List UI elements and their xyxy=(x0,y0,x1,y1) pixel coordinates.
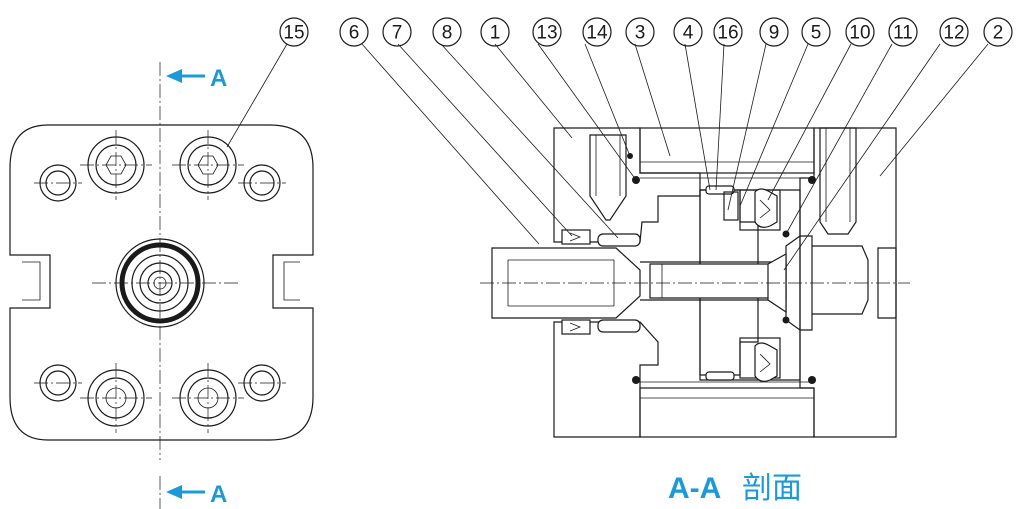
head-cover xyxy=(553,127,701,243)
callout-1: 1 xyxy=(480,17,510,47)
bolt-hole xyxy=(80,363,152,433)
svg-text:10: 10 xyxy=(849,23,870,44)
svg-text:1: 1 xyxy=(490,23,501,44)
svg-text:13: 13 xyxy=(536,23,557,44)
svg-text:5: 5 xyxy=(811,23,822,44)
section-caption: A-A 剖面 xyxy=(668,471,802,506)
mounting-hole xyxy=(238,364,286,402)
callout-10: 10 xyxy=(845,17,875,47)
top-view: A A 15 xyxy=(9,17,314,509)
svg-text:11: 11 xyxy=(893,23,913,44)
caption-label: A-A xyxy=(668,472,721,505)
callout-5: 5 xyxy=(801,17,831,47)
svg-text:2: 2 xyxy=(993,23,1004,44)
callout-3: 3 xyxy=(625,17,655,47)
callout-7: 7 xyxy=(382,17,412,47)
callout-2: 2 xyxy=(983,17,1013,47)
mounting-hole xyxy=(238,164,286,202)
callout-11: 11 xyxy=(888,17,918,47)
callout-14: 14 xyxy=(582,17,612,47)
plate-outline xyxy=(9,124,314,441)
callout-8: 8 xyxy=(432,17,462,47)
bolt-hole xyxy=(80,130,152,200)
piston-rod xyxy=(491,247,641,319)
svg-text:16: 16 xyxy=(717,23,738,44)
svg-text:3: 3 xyxy=(635,23,646,44)
callout-6: 6 xyxy=(339,17,369,47)
section-view: 6 7 8 1 13 14 3 4 16 9 5 10 11 12 2 xyxy=(339,17,1013,438)
svg-text:12: 12 xyxy=(943,23,964,44)
callout-12: 12 xyxy=(939,17,969,47)
svg-text:6: 6 xyxy=(349,23,360,44)
callout-13: 13 xyxy=(532,17,562,47)
callout-16: 16 xyxy=(713,17,743,47)
piston-rod-end xyxy=(115,238,205,328)
section-marker-label: A xyxy=(210,65,227,92)
bolt-hole xyxy=(172,130,244,200)
section-marker-top: A xyxy=(166,65,227,92)
svg-text:4: 4 xyxy=(683,23,694,44)
mounting-hole xyxy=(34,364,82,402)
svg-text:14: 14 xyxy=(586,23,608,44)
callout-15: 15 xyxy=(283,23,304,44)
callout-9: 9 xyxy=(759,17,789,47)
piston-seal xyxy=(754,342,778,382)
svg-text:8: 8 xyxy=(442,23,453,44)
rod-seal xyxy=(561,229,591,335)
callout-4: 4 xyxy=(673,17,703,47)
mounting-hole xyxy=(34,164,82,202)
caption-suffix: 剖面 xyxy=(742,471,802,506)
section-marker-bottom: A xyxy=(166,481,227,508)
section-marker-label: A xyxy=(210,481,227,508)
svg-text:9: 9 xyxy=(769,23,780,44)
bolt-hole xyxy=(172,363,244,433)
svg-text:7: 7 xyxy=(392,23,403,44)
piston-seal xyxy=(754,188,778,228)
